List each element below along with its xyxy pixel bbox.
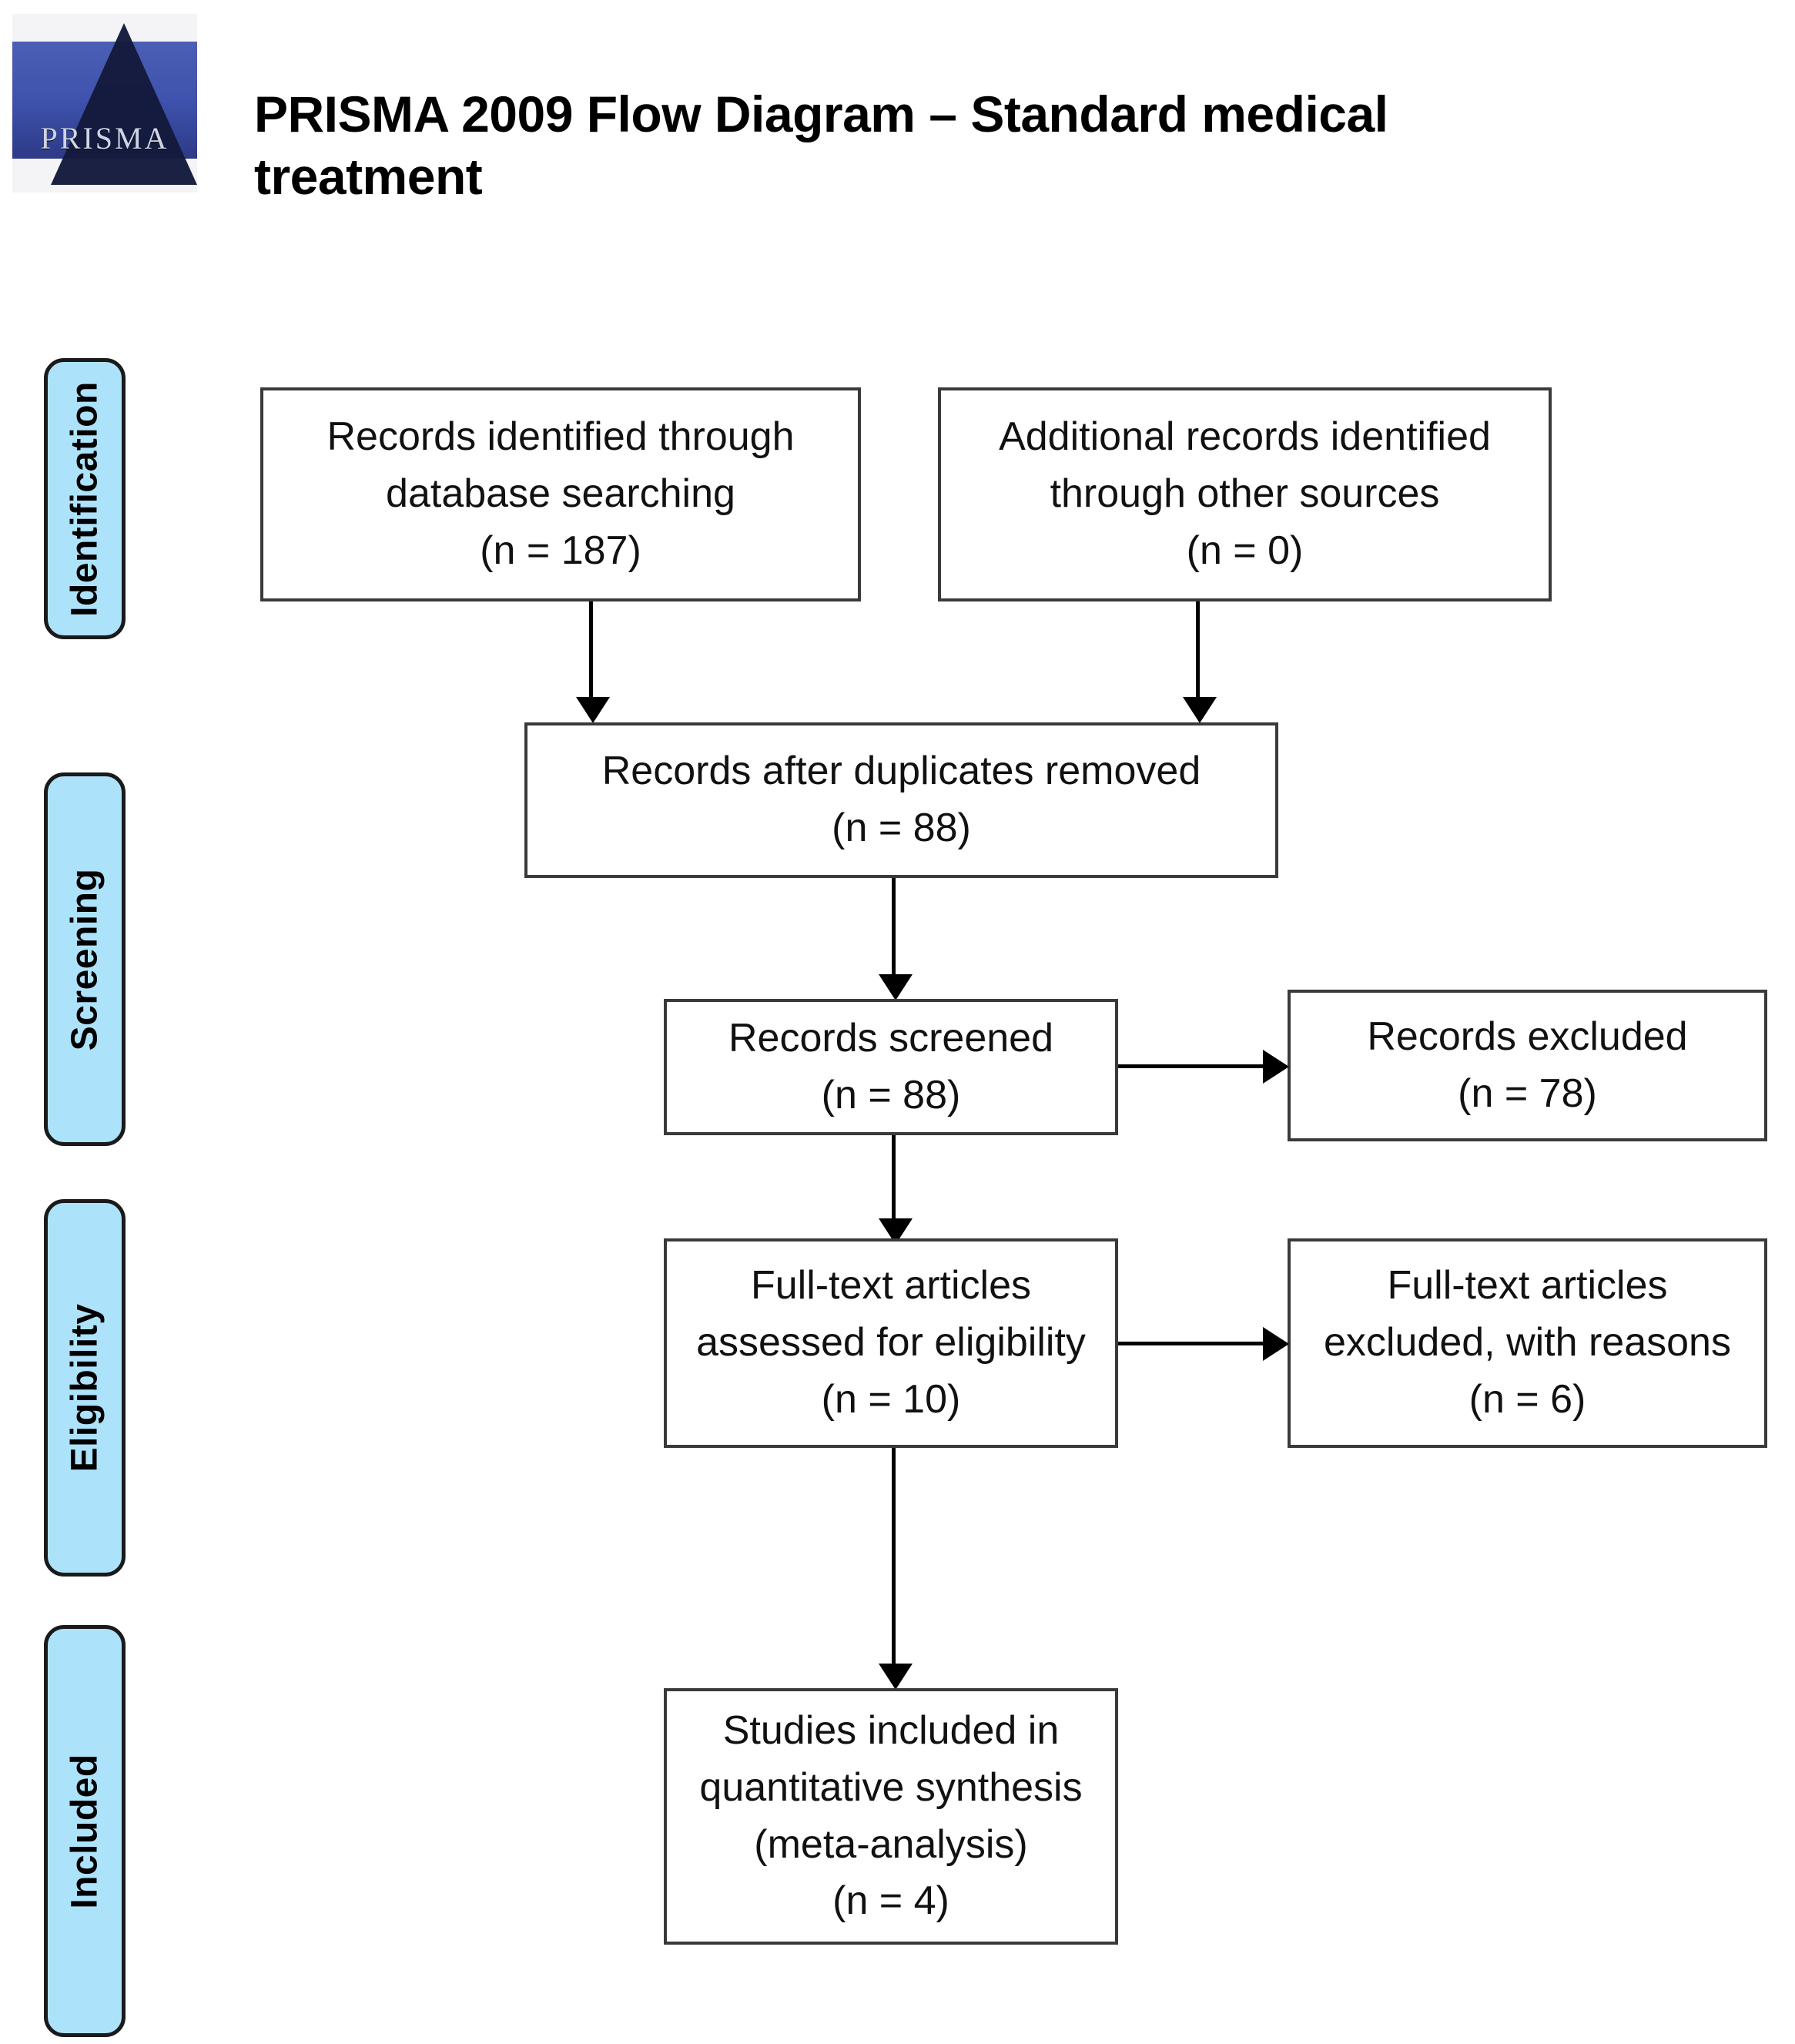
records-identified-line1: Records identified through [327,414,795,460]
records-identified-line2: database searching [386,471,735,517]
stage-label-identification-text: Identification [64,380,105,617]
box-records-identified: Records identified through database sear… [260,387,861,601]
additional-records-line2: through other sources [1050,471,1440,517]
box-fulltext-assessed-text: Full-text articles assessed for eligibil… [685,1258,1097,1428]
connector-duplicates-to-screened [892,878,896,977]
studies-included-line1: Studies included in [722,1707,1060,1753]
records-excluded-line1: Records excluded [1367,1014,1688,1059]
stage-label-screening: Screening [44,772,126,1146]
arrow-fulltext-to-excluded-icon [1263,1327,1289,1361]
box-duplicates-removed-text: Records after duplicates removed (n = 88… [591,743,1212,857]
connector-screened-to-excluded [1118,1064,1266,1068]
arrow-screened-to-excluded-icon [1263,1050,1289,1084]
fulltext-assessed-line1: Full-text articles [750,1263,1032,1308]
duplicates-removed-line1: Records after duplicates removed [601,749,1201,794]
box-records-excluded-text: Records excluded (n = 78) [1356,1009,1698,1123]
connector-additional-to-duplicates [1196,601,1200,699]
connector-fulltext-to-excluded [1118,1342,1266,1345]
records-screened-count: (n = 88) [821,1072,961,1117]
stage-label-included-text: Included [64,1753,105,1909]
box-studies-included-text: Studies included in quantitative synthes… [688,1703,1093,1930]
additional-records-count: (n = 0) [1186,528,1304,573]
stage-label-included: Included [44,1625,126,2037]
stage-label-screening-text: Screening [64,868,105,1050]
records-excluded-count: (n = 78) [1458,1071,1597,1116]
box-records-screened-text: Records screened (n = 88) [718,1010,1064,1124]
box-records-identified-text: Records identified through database sear… [316,409,805,579]
stage-label-eligibility: Eligibility [44,1199,126,1577]
additional-records-line1: Additional records identified [999,414,1491,460]
studies-included-count: (n = 4) [832,1878,949,1924]
fulltext-assessed-count: (n = 10) [821,1376,961,1422]
arrow-duplicates-to-screened-icon [879,974,913,1000]
studies-included-line3: (meta-analysis) [754,1821,1028,1867]
fulltext-assessed-line2: assessed for eligibility [696,1320,1086,1365]
box-fulltext-excluded-text: Full-text articles excluded, with reason… [1313,1258,1742,1428]
box-records-screened: Records screened (n = 88) [664,999,1118,1135]
studies-included-line2: quantitative synthesis [699,1764,1083,1810]
fulltext-excluded-line1: Full-text articles [1387,1263,1668,1308]
box-fulltext-excluded: Full-text articles excluded, with reason… [1288,1238,1767,1448]
records-screened-line1: Records screened [728,1015,1053,1061]
page-title: PRISMA 2009 Flow Diagram – Standard medi… [254,85,1388,206]
fulltext-excluded-line2: excluded, with reasons [1324,1320,1731,1365]
fulltext-excluded-count: (n = 6) [1468,1376,1586,1422]
arrow-identified-to-duplicates-icon [576,697,610,723]
duplicates-removed-count: (n = 88) [832,806,971,850]
box-additional-records: Additional records identified through ot… [938,387,1552,601]
box-studies-included: Studies included in quantitative synthes… [664,1688,1118,1945]
box-records-excluded: Records excluded (n = 78) [1288,990,1767,1141]
arrow-fulltext-to-included-icon [879,1664,913,1690]
connector-fulltext-to-included [892,1448,896,1666]
connector-screened-to-fulltext [892,1135,896,1220]
box-additional-records-text: Additional records identified through ot… [988,409,1502,579]
stage-label-identification: Identification [44,358,126,639]
arrow-additional-to-duplicates-icon [1183,697,1217,723]
connector-identified-to-duplicates [589,601,593,699]
logo-prism-triangle-icon [51,23,197,185]
box-fulltext-assessed: Full-text articles assessed for eligibil… [664,1238,1118,1448]
box-duplicates-removed: Records after duplicates removed (n = 88… [524,722,1278,878]
logo-wordmark: PRISMA [40,121,169,156]
stage-label-eligibility-text: Eligibility [64,1303,105,1473]
records-identified-count: (n = 187) [480,528,641,573]
prisma-logo: PRISMA [12,14,197,193]
